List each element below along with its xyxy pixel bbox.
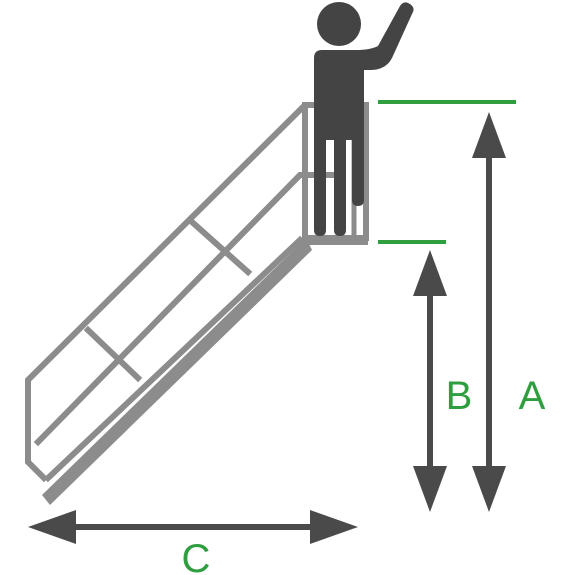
arrow-down-icon bbox=[472, 466, 506, 512]
arrow-up-icon bbox=[413, 250, 447, 296]
dimension-c-label: C bbox=[182, 537, 211, 575]
brace bbox=[83, 325, 143, 383]
dimension-a-label: A bbox=[519, 374, 546, 418]
arrow-down-icon bbox=[413, 466, 447, 512]
person-waving-icon bbox=[314, 2, 414, 237]
stair-stringer bbox=[42, 238, 312, 505]
inner-handrail bbox=[33, 172, 343, 447]
platform-deck bbox=[306, 235, 368, 245]
dimension-c: C bbox=[28, 510, 358, 575]
dimension-b: B bbox=[378, 240, 473, 512]
dimension-b-label: B bbox=[446, 374, 473, 418]
brace bbox=[187, 217, 253, 277]
dimension-a: A bbox=[378, 100, 546, 512]
arrow-right-icon bbox=[310, 510, 358, 544]
lower-rail bbox=[43, 235, 305, 483]
person-body bbox=[314, 2, 414, 237]
person-head bbox=[317, 2, 361, 46]
arrow-left-icon bbox=[28, 510, 76, 544]
arrow-up-icon bbox=[472, 112, 506, 158]
